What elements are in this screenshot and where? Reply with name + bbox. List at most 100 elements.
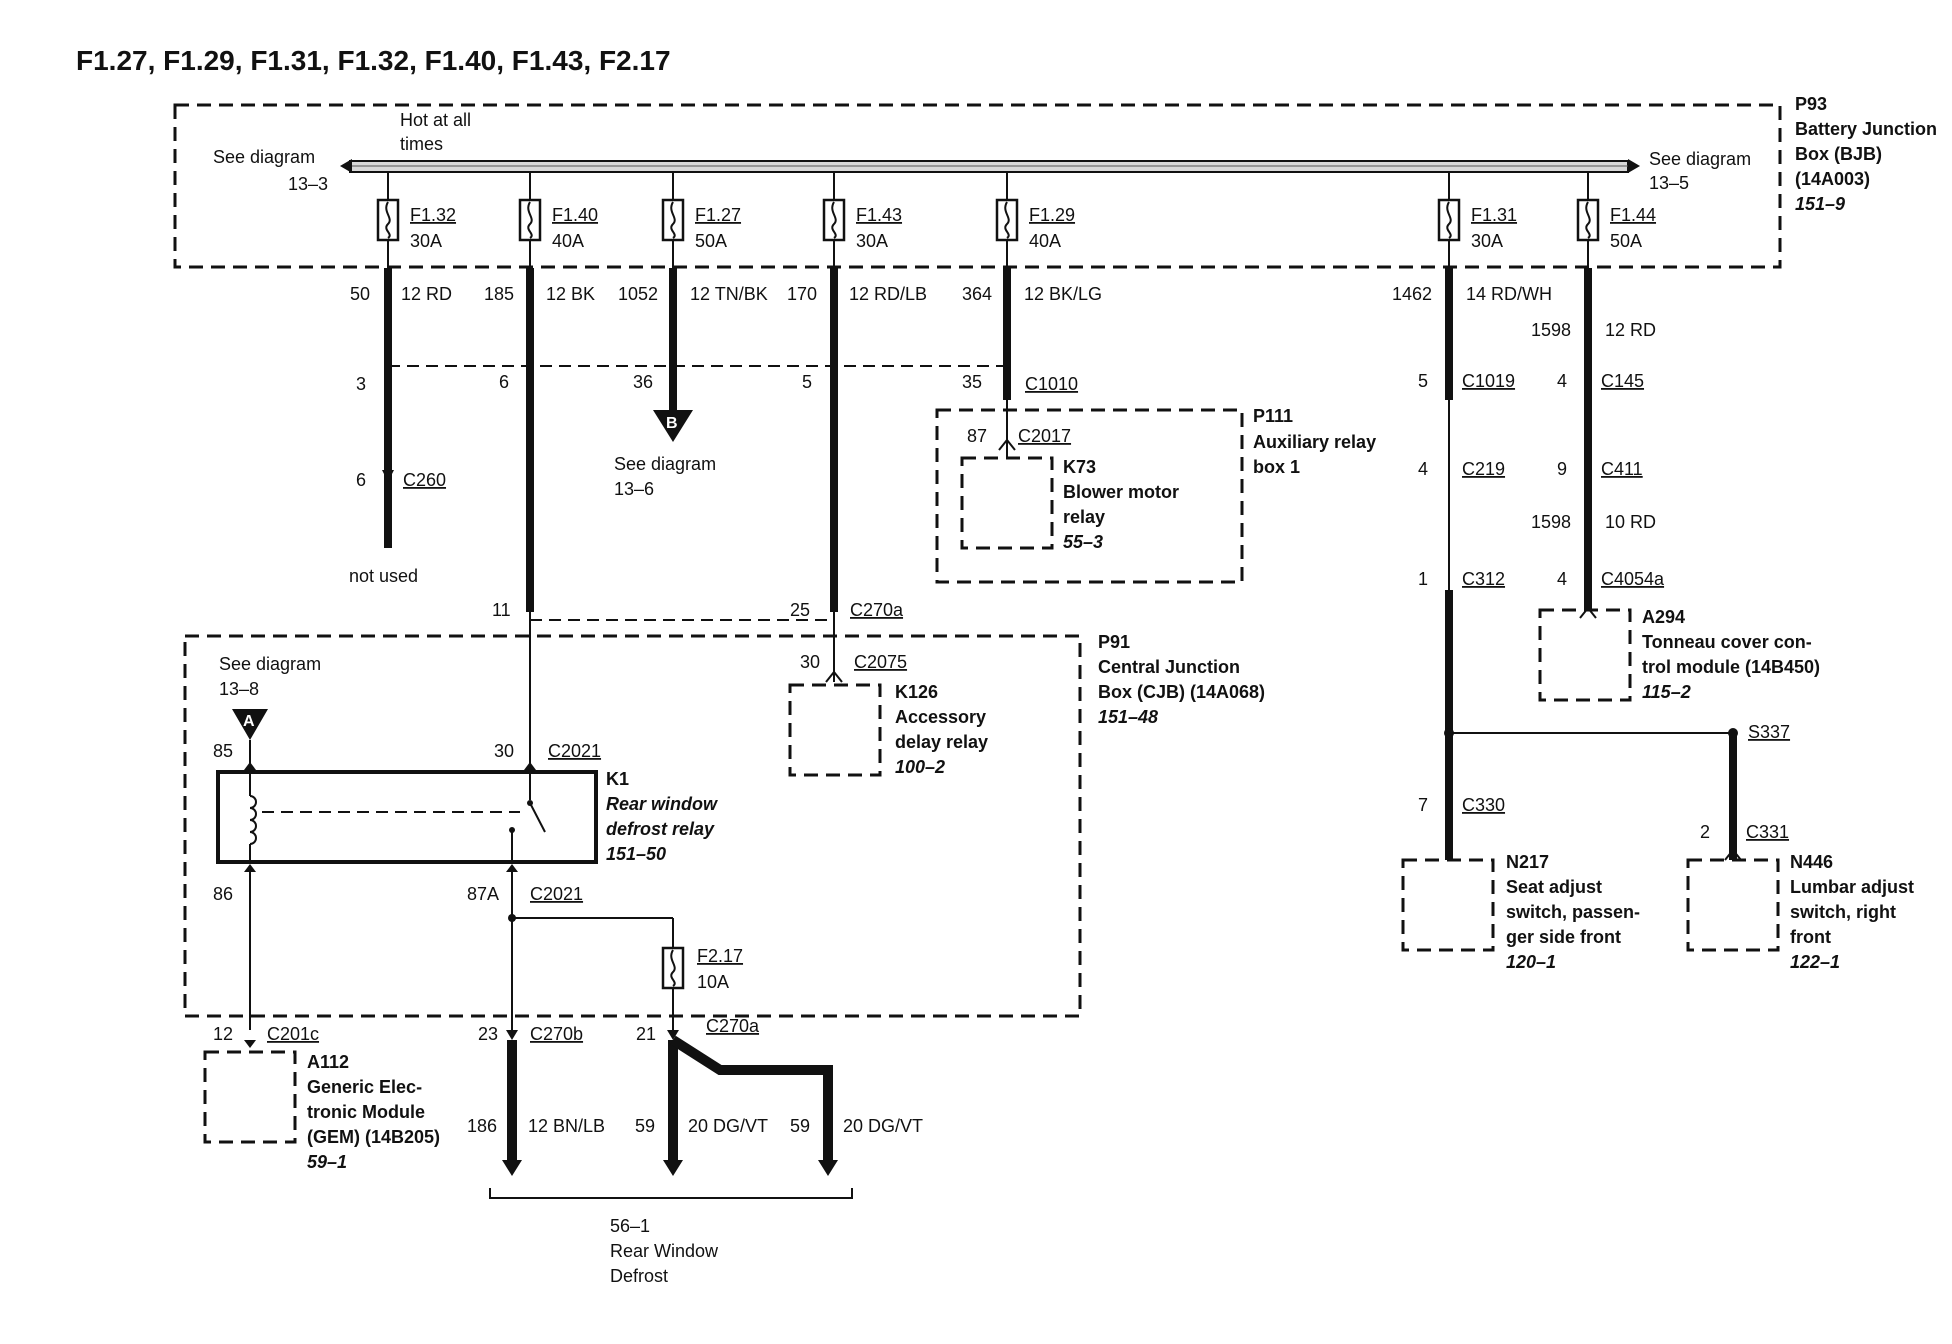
n217-switch-box: [1401, 858, 1495, 952]
pin-c331: 2: [1700, 822, 1710, 842]
k126-id: K126: [895, 682, 938, 702]
bjb-ref: 151–9: [1795, 194, 1845, 214]
k126-relay-box: [788, 683, 882, 777]
n217-id: N217: [1506, 852, 1549, 872]
fuse-f1-31-amp: 30A: [1471, 231, 1503, 251]
k1-pin-30: 30: [494, 741, 514, 761]
wire-364-circuit: 364: [962, 284, 992, 304]
bjb-name-2: Box (BJB): [1795, 144, 1882, 164]
k126-pin: 30: [800, 652, 820, 672]
bjb-left-see: See diagram: [213, 147, 315, 167]
aux-pin-87: 87: [967, 426, 987, 446]
dest-name-1: Rear Window: [610, 1241, 719, 1261]
wire-185-spec: 12 BK: [546, 284, 595, 304]
pin-c312: 1: [1418, 569, 1428, 589]
wire-1052-spec: 12 TN/BK: [690, 284, 768, 304]
b-see-diagram: See diagram: [614, 454, 716, 474]
fuse-f1-40-amp: 40A: [552, 231, 584, 251]
k73-relay-box: [960, 456, 1054, 550]
pin-c145: 4: [1557, 371, 1567, 391]
fuse-f1-43-amp: 30A: [856, 231, 888, 251]
wire-170-circuit: 170: [787, 284, 817, 304]
pin-5: 5: [802, 372, 812, 392]
b-see-ref: 13–6: [614, 479, 654, 499]
bjb-right-see: See diagram: [1649, 149, 1751, 169]
k1-switch-icon: [509, 772, 546, 862]
k126-name-1: Accessory: [895, 707, 986, 727]
conn-c219: C219: [1462, 459, 1505, 479]
pin-6: 6: [499, 372, 509, 392]
cjb-ref: 151–48: [1098, 707, 1158, 727]
n217-name-1: Seat adjust: [1506, 877, 1602, 897]
splice-s337-dot: [1728, 728, 1738, 738]
fuse-f1-27-label: F1.27: [695, 205, 741, 225]
fuse-f2-17-amp: 10A: [697, 972, 729, 992]
wire-59b-circuit: 59: [790, 1116, 810, 1136]
wire-170-spec: 12 RD/LB: [849, 284, 927, 304]
fuse-f1-44-label: F1.44: [1610, 205, 1656, 225]
a294-name-2: trol module (14B450): [1642, 657, 1820, 677]
aux-box-name-1: Auxiliary relay: [1253, 432, 1376, 452]
fuse-f1-27-icon: [661, 198, 685, 242]
fuse-f1-44-icon: [1576, 198, 1600, 242]
n446-name-1: Lumbar adjust: [1790, 877, 1914, 897]
wire-50-circuit: 50: [350, 284, 370, 304]
pin-c4054a: 4: [1557, 569, 1567, 589]
hot-label-2: times: [400, 134, 443, 154]
fuse-drops: [387, 172, 1589, 200]
gem-name-1: Generic Elec-: [307, 1077, 422, 1097]
n446-name-3: front: [1790, 927, 1831, 947]
fuse-f1-44-amp: 50A: [1610, 231, 1642, 251]
a294-connector-icon: [1579, 606, 1597, 619]
destination-bracket: [489, 1188, 853, 1199]
wire-185-circuit: 185: [484, 284, 514, 304]
bjb-right-ref: 13–5: [1649, 173, 1689, 193]
fuse-f1-31-icon: [1437, 198, 1461, 242]
cjb-id: P91: [1098, 632, 1130, 652]
k1-pin-85: 85: [213, 741, 233, 761]
dest-name-2: Defrost: [610, 1266, 668, 1286]
n446-switch-box: [1686, 858, 1780, 952]
wire-59b-spec: 20 DG/VT: [843, 1116, 923, 1136]
bjb-name-3: (14A003): [1795, 169, 1870, 189]
wire-lines: [384, 240, 1737, 860]
aux-relay-box: [935, 408, 1244, 584]
fuse-f2-17-icon: [661, 946, 685, 990]
k1-relay-body: [216, 770, 598, 864]
conn-c331: C331: [1746, 822, 1789, 842]
wire-1462-circuit: 1462: [1392, 284, 1432, 304]
fuse-f1-43-label: F1.43: [856, 205, 902, 225]
k1-name-1: Rear window: [606, 794, 718, 814]
wire-1052-circuit: 1052: [618, 284, 658, 304]
fuse-f1-32-label: F1.32: [410, 205, 456, 225]
fuse-f1-40-icon: [518, 198, 542, 242]
pin-3: 3: [356, 374, 366, 394]
k126-connector-icon: [825, 670, 843, 683]
fuse-f1-43-icon: [822, 198, 846, 242]
c260-arrow-icon: [382, 470, 394, 482]
conn-c270a-bottom: C270a: [706, 1016, 760, 1036]
splice-s337: S337: [1748, 722, 1790, 742]
n446-name-2: switch, right: [1790, 902, 1896, 922]
conn-c270b: C270b: [530, 1024, 583, 1044]
conn-c1019: C1019: [1462, 371, 1515, 391]
k1-id: K1: [606, 769, 629, 789]
gem-name-2: tronic Module: [307, 1102, 425, 1122]
k1-pin-86: 86: [213, 884, 233, 904]
k1-name-2: defrost relay: [606, 819, 715, 839]
wire-1462-spec: 14 RD/WH: [1466, 284, 1552, 304]
pin-25: 25: [790, 600, 810, 620]
a294-module-box: [1538, 608, 1632, 702]
a294-id: A294: [1642, 607, 1685, 627]
wire-1598-b-spec: 10 RD: [1605, 512, 1656, 532]
gem-id: A112: [307, 1052, 349, 1072]
pin-c330: 7: [1418, 795, 1428, 815]
k126-conn: C2075: [854, 652, 907, 672]
k1-pin-87a: 87A: [467, 884, 499, 904]
k73-name-2: relay: [1063, 507, 1105, 527]
a-see-diagram: See diagram: [219, 654, 321, 674]
pin-c1019: 5: [1418, 371, 1428, 391]
pin-c411: 9: [1557, 459, 1567, 479]
c201c-connector-icon: [244, 1040, 256, 1048]
